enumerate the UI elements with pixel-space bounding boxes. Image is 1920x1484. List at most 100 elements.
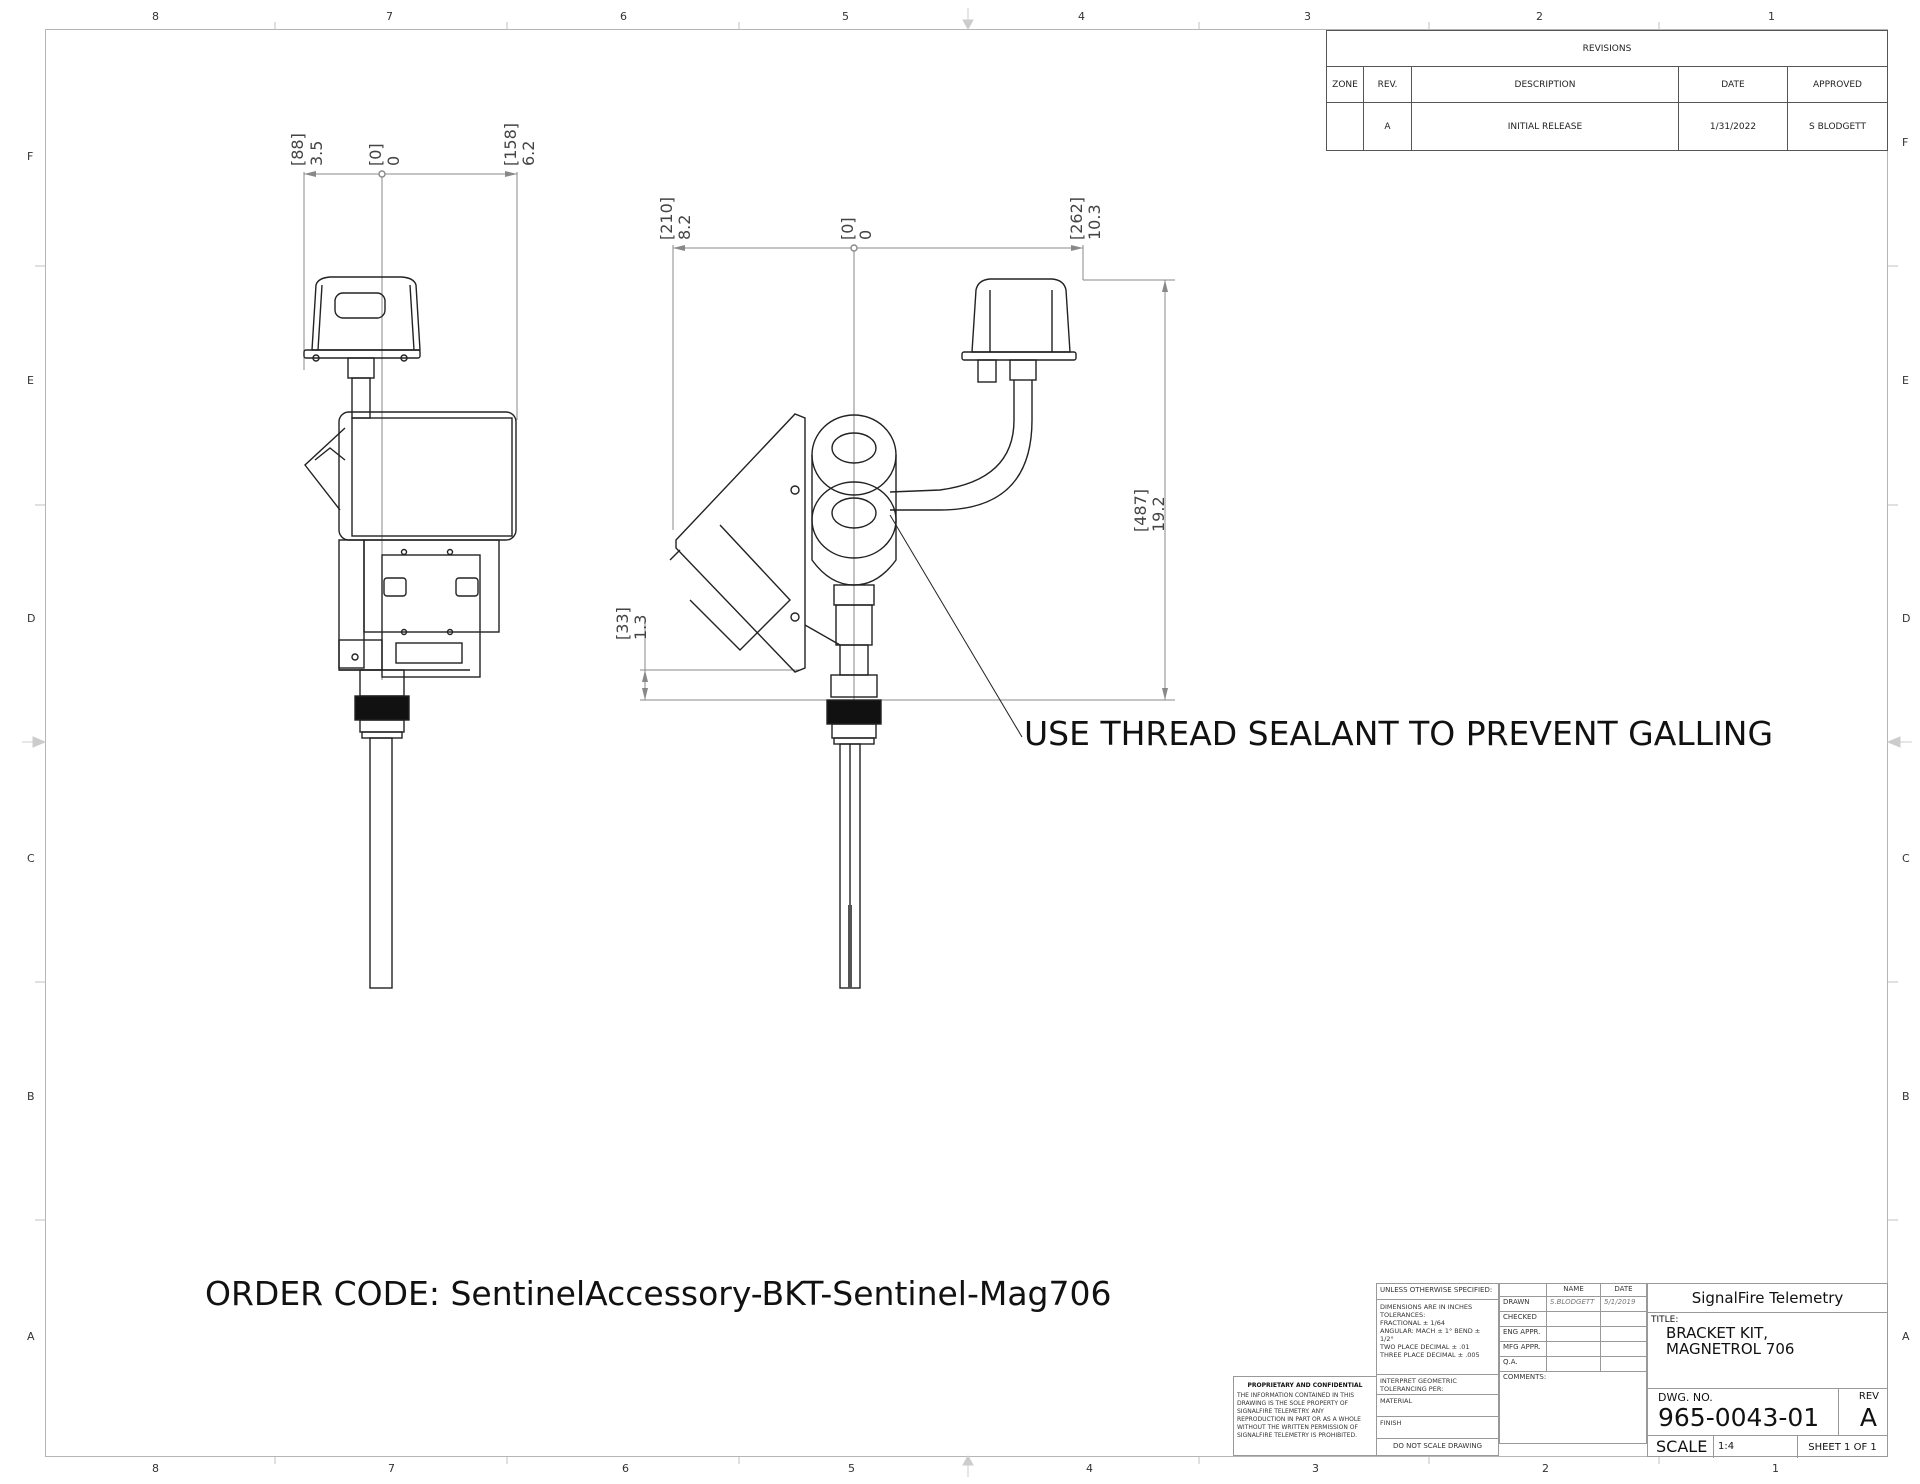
zone-top-4: 4: [1078, 10, 1085, 23]
zone-right-D: D: [1902, 612, 1911, 625]
zone-left-E: E: [27, 374, 34, 387]
revision-row: A INITIAL RELEASE 1/31/2022 S BLODGETT: [1326, 102, 1888, 151]
tolerances-list: DIMENSIONS ARE IN INCHES TOLERANCES: FRA…: [1377, 1300, 1498, 1375]
zone-left-F: F: [27, 150, 34, 163]
approval-name: [1546, 1326, 1601, 1342]
zone-bottom-5: 5: [848, 1462, 855, 1475]
zone-left-B: B: [27, 1090, 35, 1103]
title-section: TITLE: BRACKET KIT, MAGNETROL 706: [1648, 1313, 1887, 1389]
order-code: ORDER CODE: SentinelAccessory-BKT-Sentin…: [205, 1274, 1112, 1313]
proprietary-title: PROPRIETARY AND CONFIDENTIAL: [1247, 1382, 1363, 1389]
zone-left-A: A: [27, 1330, 35, 1343]
title-label: TITLE:: [1651, 1315, 1679, 1325]
zone-left-C: C: [27, 852, 35, 865]
callout-leader: [889, 514, 1023, 738]
thread-sealant-note: USE THREAD SEALANT TO PREVENT GALLING: [1024, 714, 1774, 753]
rev-cell: REV A: [1839, 1389, 1887, 1435]
rev-header-zone: ZONE: [1326, 66, 1364, 103]
dim-side-left: [210]: [657, 197, 676, 240]
tolerance-line: FRACTIONAL ± 1/64: [1380, 1319, 1445, 1327]
approval-row-checked: CHECKED: [1499, 1311, 1647, 1327]
zone-ticks: [35, 22, 1898, 1464]
front-view: [303, 170, 518, 989]
zone-top-8: 8: [152, 10, 159, 23]
tolerance-line: THREE PLACE DECIMAL ± .005: [1380, 1351, 1480, 1359]
zone-top-2: 2: [1536, 10, 1543, 23]
zone-right-F: F: [1902, 136, 1909, 149]
approval-role: MFG APPR.: [1499, 1341, 1547, 1357]
dwg-label: DWG. NO.: [1658, 1391, 1713, 1404]
rev-letter: A: [1363, 102, 1412, 151]
centering-arrows: [22, 8, 1912, 1477]
tolerance-line: TOLERANCES:: [1380, 1311, 1426, 1319]
zone-top-1: 1: [1768, 10, 1775, 23]
dim-side-left-value: 8.2: [675, 215, 694, 240]
scale-label: SCALE: [1648, 1436, 1714, 1458]
drawing-border: [45, 29, 1888, 1457]
dim-side-center-value: 0: [856, 230, 875, 240]
approval-row-eng: ENG APPR.: [1499, 1326, 1647, 1342]
scale-section: SCALE 1:4 SHEET 1 OF 1: [1648, 1436, 1887, 1458]
comments-field: COMMENTS:: [1499, 1371, 1647, 1444]
approval-date: [1600, 1326, 1647, 1342]
zone-right-C: C: [1902, 852, 1910, 865]
dim-front-right-value: 6.2: [519, 141, 538, 166]
dim-side-center: [0]: [838, 217, 857, 240]
dwg-number-section: DWG. NO. 965-0043-01 REV A: [1648, 1389, 1887, 1436]
approval-date: 5/1/2019: [1600, 1296, 1647, 1312]
dwg-number: 965-0043-01: [1658, 1403, 1820, 1432]
dim-front-left-value: 3.5: [307, 141, 326, 166]
dim-front-center: [0]: [366, 143, 385, 166]
dim-front-center-value: 0: [384, 156, 403, 166]
zone-right-E: E: [1902, 374, 1909, 387]
zone-top-7: 7: [386, 10, 393, 23]
rev-header-rev: REV.: [1363, 66, 1412, 103]
dim-side-right-value: 10.3: [1085, 204, 1104, 240]
approval-role: Q.A.: [1499, 1356, 1547, 1372]
approvals-table: NAME DATE DRAWN S.BLODGETT 5/1/2019 CHEC…: [1499, 1283, 1647, 1444]
tolerances-block: UNLESS OTHERWISE SPECIFIED: DIMENSIONS A…: [1376, 1283, 1499, 1456]
dim-vertical-offset: [33]: [613, 607, 632, 640]
zone-right-B: B: [1902, 1090, 1910, 1103]
approval-name: S.BLODGETT: [1546, 1296, 1601, 1312]
zone-left-D: D: [27, 612, 36, 625]
approval-name: [1546, 1311, 1601, 1327]
dim-front-right: [158]: [501, 123, 520, 166]
proprietary-block: PROPRIETARY AND CONFIDENTIAL THE INFORMA…: [1233, 1376, 1376, 1456]
proprietary-text: THE INFORMATION CONTAINED IN THIS DRAWIN…: [1237, 1392, 1361, 1439]
zone-right-A: A: [1902, 1330, 1910, 1343]
approval-row-drawn: DRAWN S.BLODGETT 5/1/2019: [1499, 1296, 1647, 1312]
zone-bottom-1: 1: [1772, 1462, 1779, 1475]
approval-date: [1600, 1341, 1647, 1357]
title-block: SignalFire Telemetry TITLE: BRACKET KIT,…: [1647, 1283, 1888, 1458]
dim-vertical-offset-value: 1.3: [631, 615, 650, 640]
company-name: SignalFire Telemetry: [1648, 1284, 1887, 1313]
dim-front-left: [88]: [288, 133, 307, 166]
approval-role: CHECKED: [1499, 1311, 1547, 1327]
rev-header-date: DATE: [1678, 66, 1788, 103]
side-view: [640, 244, 1175, 989]
rev-label: REV: [1858, 1391, 1879, 1402]
zone-top-5: 5: [842, 10, 849, 23]
zone-bottom-3: 3: [1312, 1462, 1319, 1475]
dimension-labels: [88] 3.5 [0] 0 [158] 6.2 [210] 8.2 [0] 0…: [288, 123, 1168, 640]
do-not-scale: DO NOT SCALE DRAWING: [1392, 1442, 1483, 1450]
rev-approved: S BLODGETT: [1787, 102, 1888, 151]
zone-bottom-4: 4: [1086, 1462, 1093, 1475]
dim-vertical-height: [487]: [1131, 489, 1150, 532]
zone-bottom-7: 7: [388, 1462, 395, 1475]
revisions-title: REVISIONS: [1326, 30, 1888, 67]
tolerances-header: UNLESS OTHERWISE SPECIFIED:: [1377, 1284, 1498, 1300]
tolerance-line: TWO PLACE DECIMAL ± .01: [1380, 1343, 1470, 1351]
rev-zone: [1326, 102, 1364, 151]
tolerance-line: DIMENSIONS ARE IN INCHES: [1380, 1303, 1473, 1311]
rev-letter-large: A: [1859, 1403, 1877, 1432]
title-line-2: MAGNETROL 706: [1666, 1340, 1795, 1358]
revisions-table: REVISIONS ZONE REV. DESCRIPTION DATE APP…: [1326, 30, 1888, 151]
rev-date: 1/31/2022: [1678, 102, 1788, 151]
approval-date: [1600, 1356, 1647, 1372]
dwg-no-cell: DWG. NO. 965-0043-01: [1648, 1389, 1839, 1435]
title-line-1: BRACKET KIT,: [1666, 1324, 1769, 1342]
approval-row-mfg: MFG APPR.: [1499, 1341, 1647, 1357]
